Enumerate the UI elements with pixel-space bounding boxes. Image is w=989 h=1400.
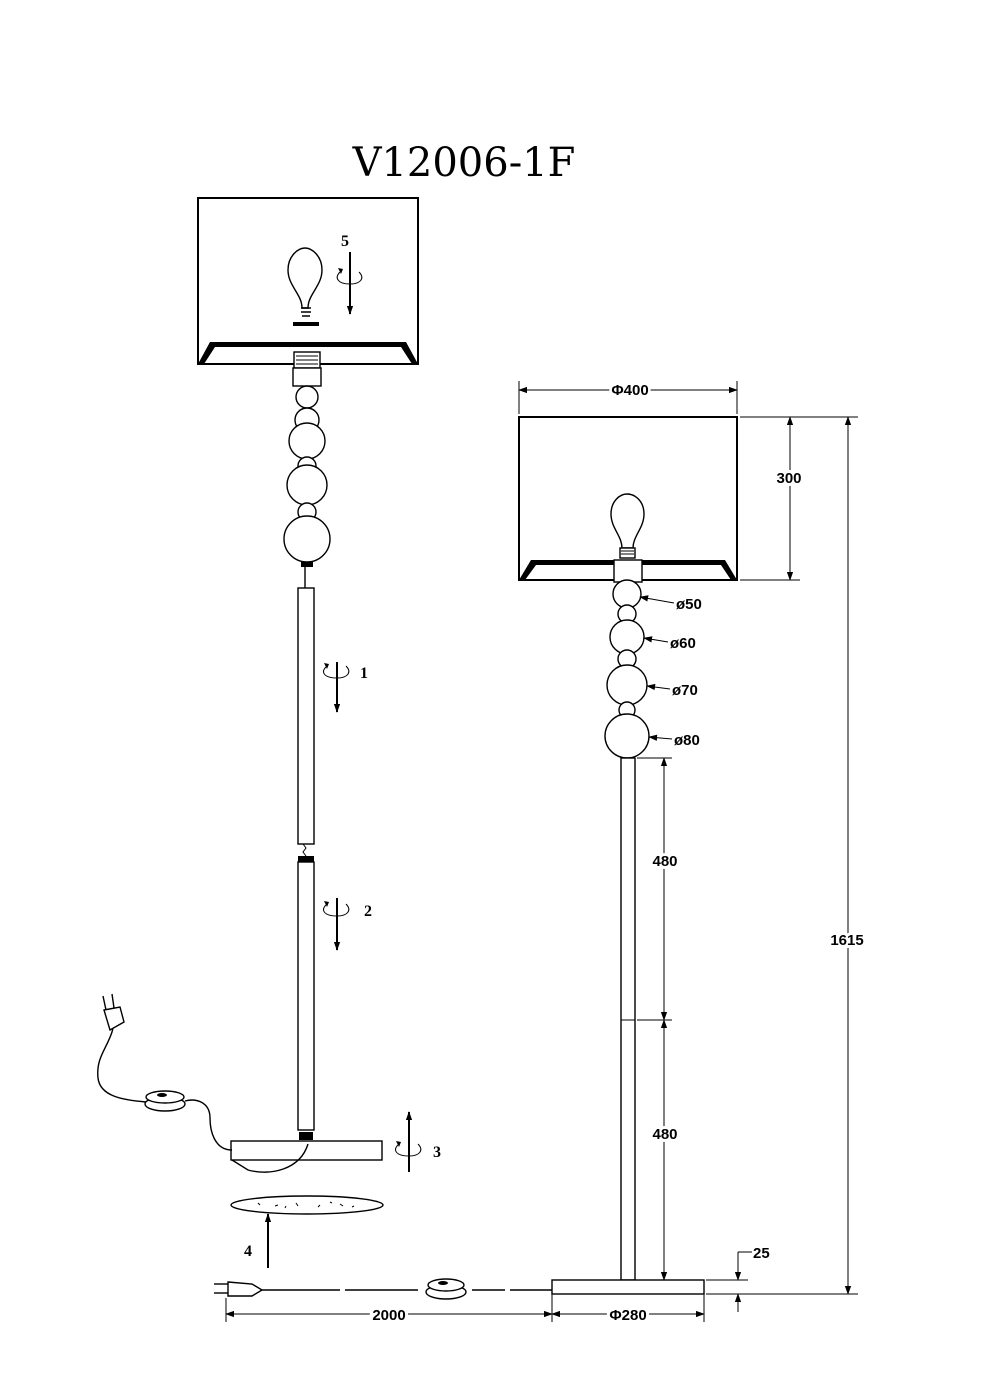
base-exploded bbox=[230, 1140, 383, 1161]
dim-cable-length bbox=[225, 1298, 553, 1322]
weight-plate-exploded bbox=[230, 1195, 384, 1215]
dim-ball-70-label: ø70 bbox=[672, 682, 698, 699]
dim-shade-diameter-label: Φ400 bbox=[611, 382, 648, 399]
dim-ball-80-label: ø80 bbox=[674, 732, 700, 749]
dim-shade-height bbox=[740, 416, 800, 581]
dim-ball-60-label: ø60 bbox=[670, 635, 696, 652]
plug-icon-assembled bbox=[214, 1281, 264, 1297]
dim-base-diameter bbox=[551, 1294, 705, 1322]
dim-base-thickness-label: 25 bbox=[753, 1245, 770, 1262]
decorative-balls bbox=[604, 559, 650, 759]
power-cable-exploded bbox=[97, 1023, 309, 1173]
step-5-label: 5 bbox=[341, 233, 349, 250]
lamp-shade-exploded bbox=[197, 197, 419, 365]
dim-shade-diameter bbox=[518, 381, 738, 414]
step-2-rotate-down-arrow bbox=[323, 898, 350, 951]
base bbox=[551, 1279, 705, 1295]
dim-total-height bbox=[706, 416, 858, 1295]
step-2-label: 2 bbox=[364, 903, 372, 920]
exploded-view: 5 1 bbox=[97, 197, 441, 1268]
dim-shade-height-label: 300 bbox=[776, 470, 801, 487]
step-5-rotate-down-arrow bbox=[336, 252, 363, 315]
lower-tube-exploded bbox=[297, 861, 315, 1131]
dim-tube-upper-label: 480 bbox=[652, 853, 677, 870]
foot-switch-icon-assembled bbox=[425, 1278, 467, 1300]
step-1-rotate-down-arrow bbox=[323, 662, 350, 713]
bulb-icon-assembled bbox=[610, 493, 645, 559]
step-1-label: 1 bbox=[360, 665, 368, 682]
ball-leaders bbox=[639, 595, 675, 741]
dim-cable-length-label: 2000 bbox=[372, 1307, 405, 1324]
step-3-label: 3 bbox=[433, 1144, 441, 1161]
dim-base-diameter-label: Φ280 bbox=[609, 1307, 646, 1324]
decorative-balls-exploded bbox=[283, 385, 331, 588]
dim-base-thickness bbox=[706, 1251, 752, 1312]
bulb-icon bbox=[287, 247, 323, 326]
dim-tube-lower bbox=[637, 1019, 672, 1281]
dim-ball-50-label: ø50 bbox=[676, 596, 702, 613]
foot-switch-icon bbox=[144, 1090, 186, 1112]
dim-tube-lower-label: 480 bbox=[652, 1126, 677, 1143]
dim-total-height-label: 1615 bbox=[830, 932, 863, 949]
plug-icon bbox=[102, 993, 125, 1032]
model-title: V12006-1F bbox=[352, 140, 576, 186]
dimensioned-view: Φ400 300 ø50 ø60 ø70 ø80 480 bbox=[214, 380, 867, 1327]
step-4-label: 4 bbox=[244, 1243, 252, 1260]
tube bbox=[620, 757, 636, 1281]
socket-exploded bbox=[292, 351, 322, 387]
upper-tube-exploded bbox=[297, 587, 315, 845]
power-cable bbox=[214, 1278, 552, 1300]
dim-tube-upper bbox=[637, 757, 672, 1021]
step-3-rotate-up-arrow bbox=[395, 1111, 422, 1172]
